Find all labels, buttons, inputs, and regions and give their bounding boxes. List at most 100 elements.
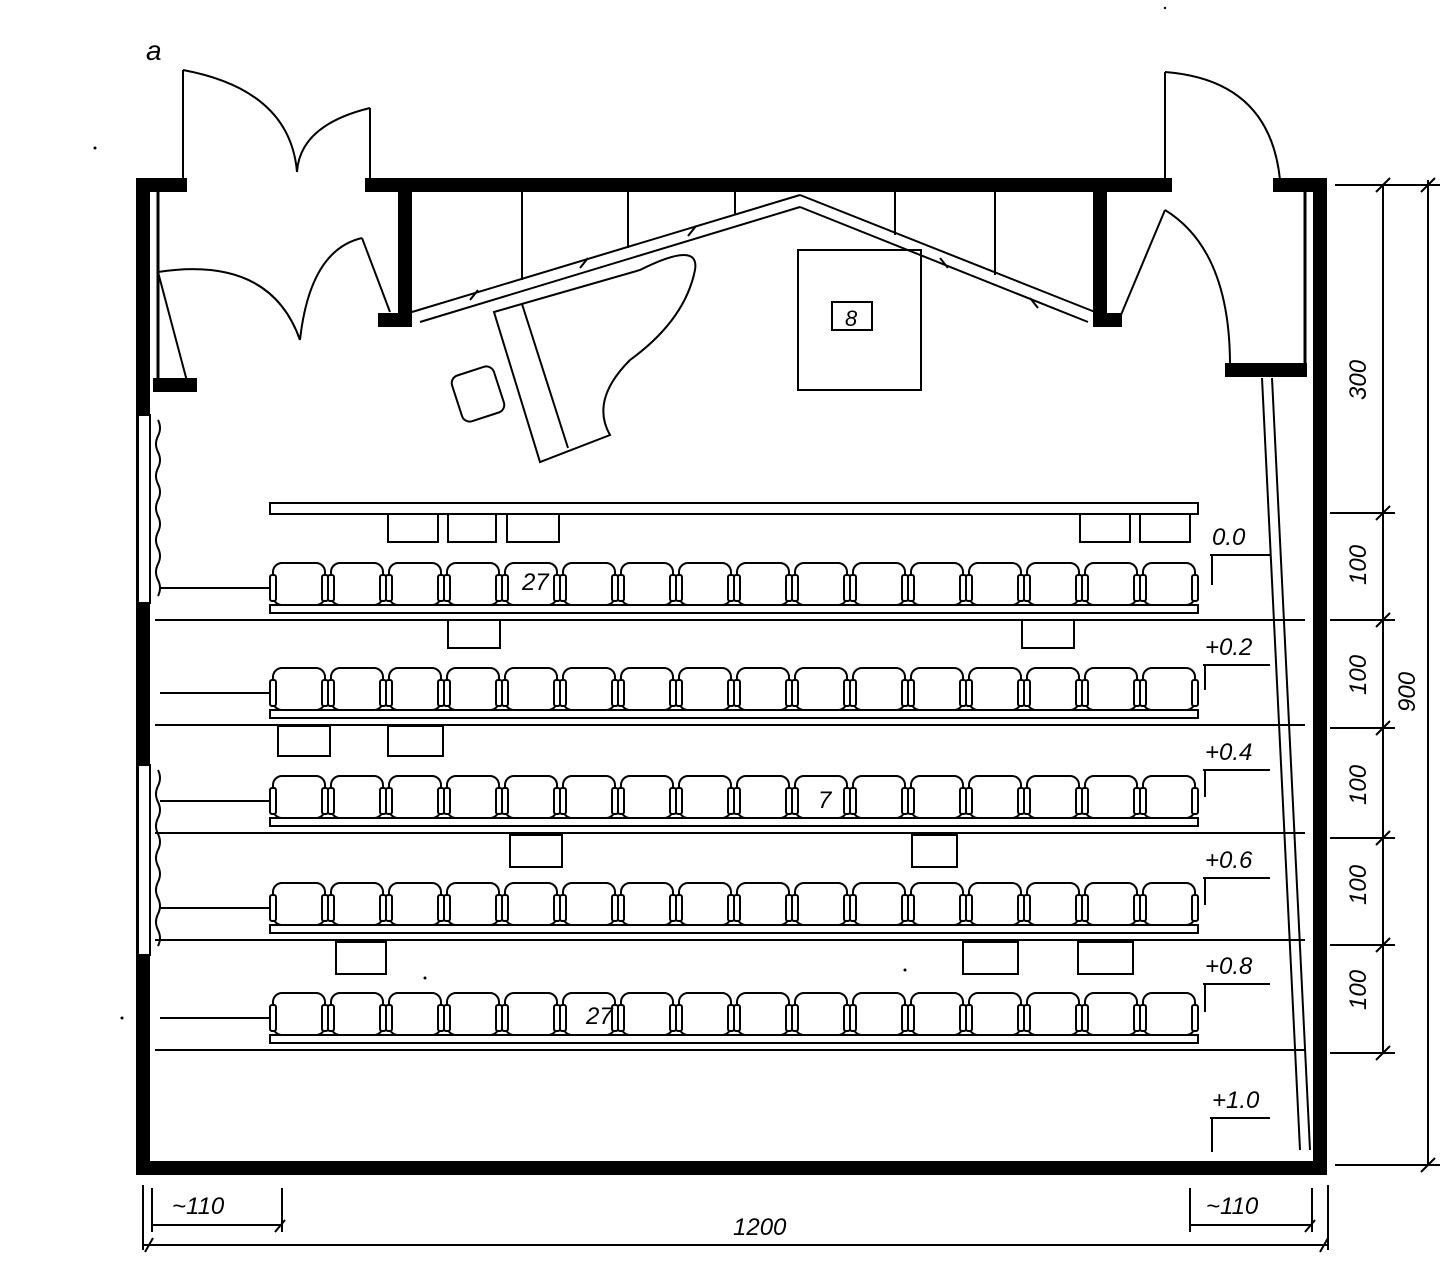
dim-total-width: 1200 bbox=[733, 1214, 787, 1241]
seat bbox=[849, 562, 909, 606]
seat bbox=[965, 667, 1025, 711]
writing-tablet bbox=[509, 834, 563, 868]
stage-table: 8 bbox=[797, 249, 922, 391]
seat bbox=[327, 562, 387, 606]
seat bbox=[791, 775, 851, 819]
seat bbox=[1023, 775, 1083, 819]
grand-piano bbox=[492, 254, 697, 464]
seat bbox=[675, 992, 735, 1036]
seat bbox=[849, 882, 909, 926]
seat bbox=[443, 667, 503, 711]
writing-tablet bbox=[447, 619, 501, 649]
right-dimension-labels: 300 100 100 100 100 100 900 bbox=[1345, 359, 1421, 1010]
seat bbox=[559, 992, 619, 1036]
door-inner-left bbox=[157, 237, 391, 386]
seat bbox=[501, 992, 561, 1036]
seat-row bbox=[155, 775, 1305, 868]
dim-seg-1: 300 bbox=[1345, 359, 1372, 400]
seat bbox=[675, 667, 735, 711]
seat bbox=[327, 992, 387, 1036]
seat bbox=[675, 882, 735, 926]
seat bbox=[269, 667, 329, 711]
writing-tablet bbox=[387, 725, 444, 757]
elevation-label-5: +0.8 bbox=[1205, 953, 1253, 980]
writing-tablet bbox=[277, 725, 331, 757]
seat-row bbox=[155, 992, 1305, 1051]
elevation-label-6: +1.0 bbox=[1212, 1087, 1260, 1114]
door-top-right bbox=[1164, 71, 1281, 181]
seat bbox=[617, 882, 677, 926]
seat bbox=[791, 667, 851, 711]
seat bbox=[559, 775, 619, 819]
seat bbox=[849, 992, 909, 1036]
dim-seg-4: 100 bbox=[1345, 764, 1372, 805]
left-windows bbox=[137, 414, 161, 956]
seat bbox=[443, 562, 503, 606]
writing-tablet bbox=[911, 834, 958, 868]
seat bbox=[443, 992, 503, 1036]
right-dimension-lines bbox=[1330, 177, 1440, 1173]
seat bbox=[269, 775, 329, 819]
seat bbox=[1081, 562, 1141, 606]
seat bbox=[1023, 882, 1083, 926]
piano-stool bbox=[450, 365, 506, 423]
seat bbox=[617, 775, 677, 819]
seat bbox=[675, 775, 735, 819]
seat bbox=[965, 882, 1025, 926]
seat-number-row5: 27 bbox=[585, 1003, 614, 1030]
seat bbox=[791, 562, 851, 606]
seat bbox=[675, 562, 735, 606]
door-inner-right bbox=[1117, 209, 1231, 366]
seat bbox=[269, 562, 329, 606]
dim-seg-3: 100 bbox=[1345, 654, 1372, 695]
seat bbox=[385, 775, 445, 819]
elevation-label-4: +0.6 bbox=[1205, 847, 1253, 874]
seat bbox=[849, 775, 909, 819]
writing-tablet bbox=[962, 941, 1019, 975]
dim-seg-5: 100 bbox=[1345, 864, 1372, 905]
seat bbox=[1081, 775, 1141, 819]
seat-number-row1: 27 bbox=[521, 569, 550, 596]
equipment-number-label: 8 bbox=[845, 306, 858, 331]
seat bbox=[1139, 992, 1199, 1036]
seat bbox=[327, 882, 387, 926]
seat bbox=[1023, 667, 1083, 711]
seat bbox=[559, 562, 619, 606]
seat bbox=[733, 775, 793, 819]
seat bbox=[965, 562, 1025, 606]
figure-label: a bbox=[146, 35, 162, 66]
elevation-label-3: +0.4 bbox=[1205, 739, 1252, 766]
seat bbox=[385, 992, 445, 1036]
seat bbox=[965, 775, 1025, 819]
stage-back-partition bbox=[411, 192, 1096, 323]
seat bbox=[1023, 992, 1083, 1036]
seat bbox=[443, 882, 503, 926]
seat bbox=[791, 992, 851, 1036]
seat bbox=[1081, 882, 1141, 926]
seat bbox=[501, 667, 561, 711]
seat bbox=[791, 882, 851, 926]
bottom-dimension-lines bbox=[142, 1185, 1329, 1253]
seat bbox=[733, 667, 793, 711]
seat bbox=[1081, 992, 1141, 1036]
seat bbox=[907, 882, 967, 926]
seat bbox=[501, 882, 561, 926]
right-ramp bbox=[1261, 377, 1311, 1151]
seat bbox=[385, 562, 445, 606]
seat bbox=[965, 992, 1025, 1036]
front-desk bbox=[269, 502, 1199, 543]
seat bbox=[907, 667, 967, 711]
elevation-markers: 0.0 +0.2 +0.4 +0.6 +0.8 +1.0 bbox=[1203, 524, 1270, 1152]
seat bbox=[327, 667, 387, 711]
seat bbox=[385, 667, 445, 711]
outer-walls bbox=[136, 178, 1327, 1175]
seat bbox=[733, 562, 793, 606]
writing-tablet bbox=[1077, 941, 1134, 975]
dim-seg-6: 100 bbox=[1345, 969, 1372, 1010]
seat bbox=[501, 775, 561, 819]
seat-row bbox=[155, 667, 1305, 757]
seat bbox=[1139, 562, 1199, 606]
seat bbox=[1139, 882, 1199, 926]
scan-specks bbox=[93, 6, 1167, 1020]
